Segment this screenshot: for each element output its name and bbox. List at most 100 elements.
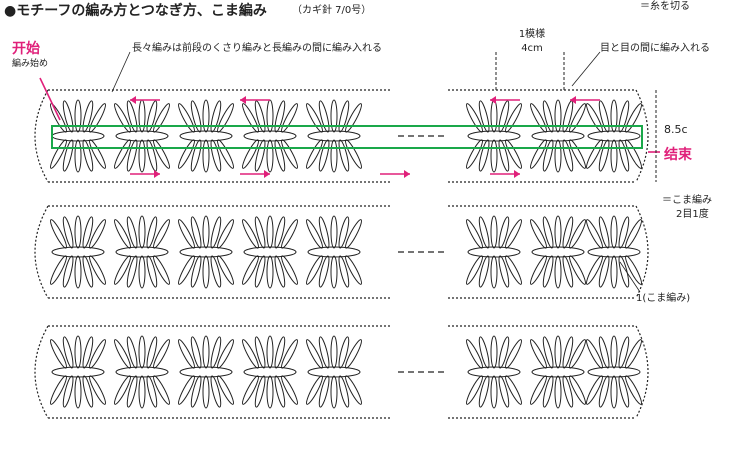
chain-loop	[467, 246, 521, 258]
petal	[542, 100, 554, 133]
sc2tog-legend: 2目1度	[676, 209, 709, 220]
chain-loop	[115, 130, 169, 142]
petal	[74, 99, 82, 133]
chain-loop	[531, 246, 585, 258]
petal	[338, 375, 350, 408]
arrow-head	[154, 170, 160, 178]
chain-loop	[587, 130, 641, 142]
petal	[62, 100, 74, 133]
petal	[126, 255, 138, 288]
pattern-repeat-label: 1模様	[518, 29, 546, 40]
arrow-head	[240, 96, 246, 104]
petal	[190, 100, 202, 133]
chain-loop	[115, 246, 169, 258]
petal	[146, 139, 158, 172]
chain-loop	[51, 366, 105, 378]
motif-strip	[34, 325, 649, 419]
petal	[62, 139, 74, 172]
petal	[62, 255, 74, 288]
petal	[210, 336, 222, 369]
petal	[62, 336, 74, 369]
chain-loop	[467, 366, 521, 378]
petal	[490, 335, 498, 369]
page-title: ●モチーフの編み方とつなぎ方、こま編み	[4, 3, 267, 19]
petal	[610, 215, 618, 249]
petal	[542, 336, 554, 369]
chain-loop	[115, 366, 169, 378]
petal	[598, 216, 610, 249]
petal	[330, 215, 338, 249]
petal	[266, 335, 274, 369]
petal	[318, 139, 330, 172]
petal	[274, 139, 286, 172]
chain-loop	[51, 246, 105, 258]
petal	[542, 375, 554, 408]
petal	[610, 139, 618, 173]
petal	[338, 100, 350, 133]
petal	[478, 216, 490, 249]
petal	[562, 100, 574, 133]
petal	[330, 139, 338, 173]
petal	[562, 139, 574, 172]
strip-right-end	[635, 89, 649, 183]
petal	[542, 139, 554, 172]
chain-loop	[243, 366, 297, 378]
petal	[274, 255, 286, 288]
height-label: 8.5c	[664, 123, 688, 136]
arrow-head	[514, 170, 520, 178]
long-stitch-note: 長々編みは前段のくさり編みと長編みの間に編み入れる	[132, 43, 382, 54]
cut-yarn-legend: ＝糸を切る	[640, 1, 690, 12]
petal	[618, 255, 630, 288]
petal	[490, 215, 498, 249]
chain-loop	[307, 130, 361, 142]
petal	[266, 255, 274, 289]
chain-loop	[179, 246, 233, 258]
petal	[478, 139, 490, 172]
petal	[318, 100, 330, 133]
start-label: 开始	[12, 41, 40, 57]
between-stitch-note: 目と目の間に編み入れる	[600, 43, 710, 54]
petal	[254, 216, 266, 249]
petal	[82, 336, 94, 369]
petal	[498, 100, 510, 133]
petal	[82, 255, 94, 288]
petal	[210, 216, 222, 249]
petal	[330, 335, 338, 369]
strip-right-end	[635, 205, 649, 299]
petal	[610, 335, 618, 369]
petal	[490, 375, 498, 409]
petal	[478, 255, 490, 288]
petal	[126, 336, 138, 369]
note-leader-1	[111, 51, 131, 93]
petal	[610, 375, 618, 409]
petal	[202, 255, 210, 289]
petal	[498, 216, 510, 249]
petal	[126, 100, 138, 133]
petal	[274, 336, 286, 369]
petal	[74, 215, 82, 249]
chain-loop	[179, 366, 233, 378]
petal	[498, 375, 510, 408]
note-leader-2	[571, 51, 601, 87]
petal	[598, 255, 610, 288]
strip-left-end	[34, 205, 49, 299]
chain-loop	[587, 246, 641, 258]
start-label-jp: 編み始め	[12, 59, 49, 69]
petal	[274, 375, 286, 408]
petal	[146, 336, 158, 369]
petal	[210, 100, 222, 133]
arrow-head	[490, 96, 496, 104]
petal	[618, 100, 630, 133]
arrow-head	[570, 96, 576, 104]
petal	[74, 139, 82, 173]
petal	[74, 255, 82, 289]
petal	[274, 100, 286, 133]
motif-strip	[34, 205, 649, 299]
petal	[498, 255, 510, 288]
highlight-row	[51, 125, 643, 149]
petal	[254, 255, 266, 288]
petal	[490, 255, 498, 289]
chain-edge	[48, 89, 636, 183]
strip-left-end	[34, 325, 49, 419]
